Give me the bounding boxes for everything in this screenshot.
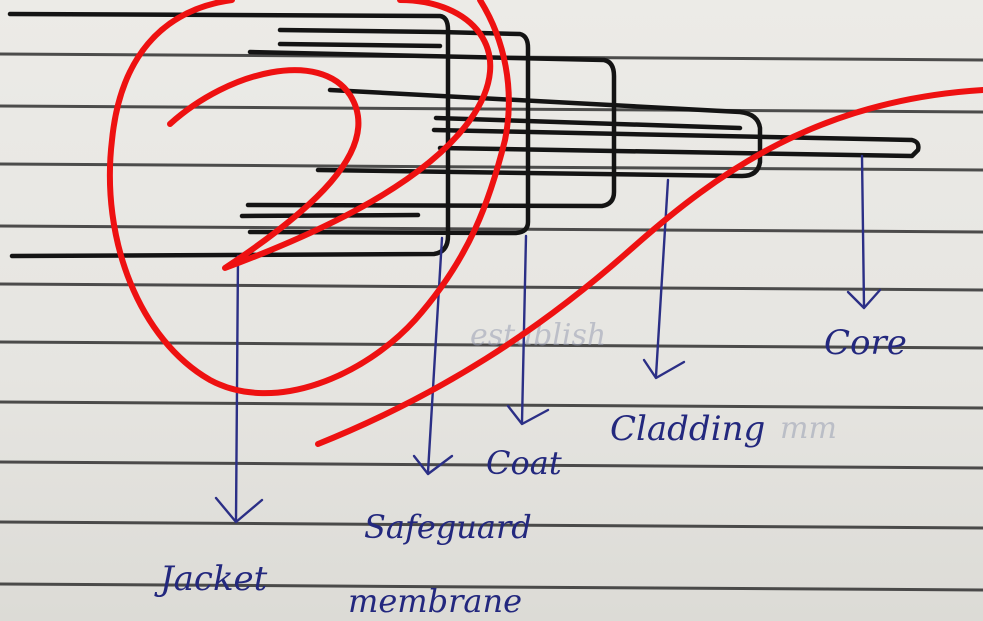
core-pointer-line: [862, 156, 864, 306]
red-scribbles: [110, 0, 983, 444]
ruled-line: [0, 402, 983, 408]
coat-label: Coat: [486, 444, 562, 482]
membrane-label: membrane: [348, 582, 522, 620]
safeguard-label: Safeguard: [364, 508, 532, 546]
jacket-arrowhead: [216, 498, 262, 522]
ruled-line: [0, 284, 983, 290]
cladding-arrowhead: [644, 360, 684, 378]
bleed-through-text: mm: [780, 411, 837, 446]
jacket-layer: [10, 14, 448, 256]
coat-layer-inner: [242, 215, 418, 216]
safeguard-membrane-pointer-line: [428, 238, 442, 472]
coat-arrowhead: [508, 406, 548, 424]
coat-layer: [248, 52, 614, 206]
jacket-label: Jacket: [154, 559, 268, 599]
cladding-label: Cladding: [610, 409, 765, 449]
core-label: Core: [824, 323, 907, 363]
ruled-line: [0, 164, 983, 170]
safeguard-membrane-layer-inner: [280, 44, 440, 46]
red-curve-scribble: [318, 90, 983, 444]
cladding-layer-inner: [436, 118, 740, 128]
ruled-line: [0, 106, 983, 112]
layer-labels: Core Cladding Coat Safeguard membrane Ja…: [154, 323, 907, 620]
